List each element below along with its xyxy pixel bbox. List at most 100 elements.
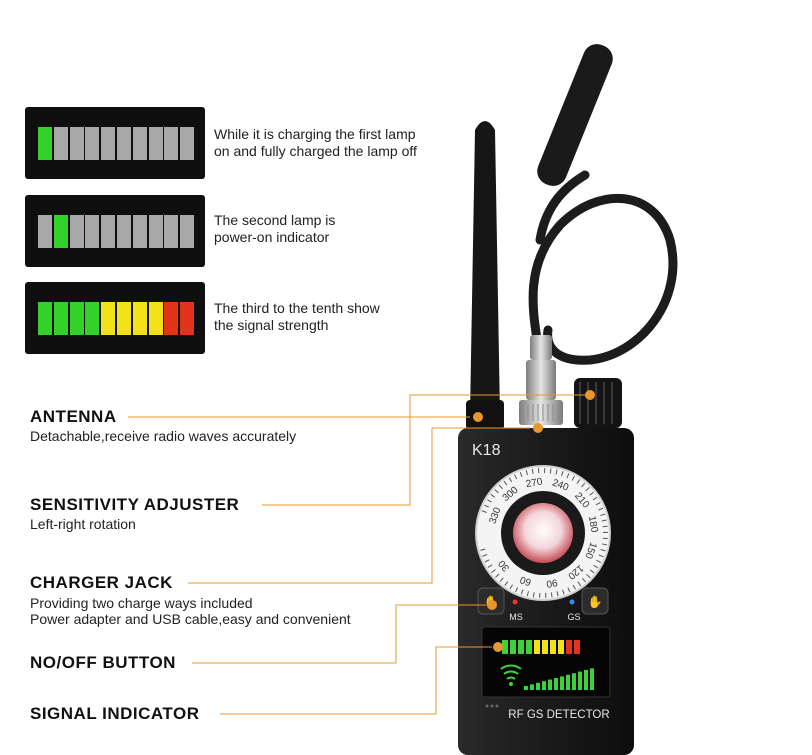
dial-tick bbox=[484, 559, 490, 563]
dial-tick bbox=[550, 592, 553, 598]
display-led-segment bbox=[558, 640, 564, 654]
display-led-segment bbox=[510, 640, 516, 654]
led-segment bbox=[38, 302, 52, 335]
dial-tick bbox=[562, 589, 565, 595]
indicator-panel-1-description: While it is charging the first lamp on a… bbox=[214, 126, 417, 159]
indicator-panel-1 bbox=[25, 107, 205, 179]
display-signal-bar bbox=[554, 678, 558, 690]
dial-tick bbox=[596, 559, 602, 563]
indicator-panel-3-description: The third to the tenth show the signal s… bbox=[214, 300, 380, 333]
led-segment bbox=[180, 302, 195, 335]
dial-tick bbox=[592, 496, 598, 501]
display-led-bar bbox=[502, 640, 580, 654]
dial-tick bbox=[525, 470, 528, 476]
led-segment bbox=[53, 302, 68, 335]
dial-tick bbox=[515, 587, 519, 593]
gs-label: GS bbox=[567, 612, 580, 622]
display-led-segment bbox=[574, 640, 580, 654]
callout-indicator-title: SIGNAL INDICATOR bbox=[30, 704, 200, 723]
sensitivity-callout-line bbox=[262, 394, 590, 506]
dial-tick bbox=[508, 477, 513, 483]
dial-tick bbox=[487, 499, 492, 503]
connector-mid bbox=[526, 360, 556, 400]
dial-tick bbox=[531, 468, 534, 474]
led-segment bbox=[101, 215, 116, 248]
dial-tick bbox=[561, 471, 564, 477]
dial-ticks bbox=[480, 468, 609, 598]
dial-tick bbox=[491, 569, 496, 573]
dial-tick bbox=[549, 468, 552, 474]
dial-tick bbox=[555, 469, 558, 475]
dial-tick bbox=[577, 581, 582, 587]
model-label: K18 bbox=[472, 442, 501, 459]
sensitivity-knob bbox=[574, 378, 622, 428]
dial-tick bbox=[487, 564, 493, 568]
dial-tick bbox=[572, 584, 576, 590]
dial-tick bbox=[581, 482, 586, 488]
dial-tick bbox=[567, 587, 571, 593]
connector-top bbox=[530, 335, 552, 360]
indicator-panel-2-description: The second lamp is power-on indicator bbox=[214, 212, 336, 245]
display-led-segment bbox=[518, 640, 524, 654]
dial-tick bbox=[585, 487, 590, 492]
display-signal-bar bbox=[590, 668, 594, 690]
dial-mark: 60 bbox=[518, 573, 533, 587]
dial-tick bbox=[503, 480, 508, 486]
display-led-segment bbox=[550, 640, 556, 654]
dial-tick bbox=[481, 510, 487, 513]
dial-mark: 150 bbox=[582, 541, 598, 561]
led-segment bbox=[180, 127, 195, 160]
indicator-panel-2 bbox=[25, 195, 205, 267]
dial-tick bbox=[601, 543, 608, 546]
led-segment bbox=[148, 215, 163, 248]
dial-tick bbox=[602, 525, 608, 528]
dial-tick bbox=[556, 591, 559, 597]
dial-tick bbox=[509, 584, 513, 590]
display-led-segment bbox=[542, 640, 548, 654]
callout-antenna-desc: Detachable,receive radio waves accuratel… bbox=[30, 428, 297, 444]
led-segment bbox=[180, 215, 195, 248]
indicator-callout-line bbox=[220, 646, 492, 715]
dial-tick bbox=[514, 474, 518, 480]
callout-sensitivity-desc: Left-right rotation bbox=[30, 516, 136, 532]
dial-tick bbox=[600, 513, 606, 516]
dial-mark: 180 bbox=[586, 515, 600, 534]
dial-mark: 270 bbox=[525, 476, 544, 490]
dial-tick bbox=[600, 549, 606, 552]
led-segment bbox=[53, 127, 68, 160]
dial-tick bbox=[520, 589, 524, 595]
led-segment bbox=[85, 127, 100, 160]
dial-tick bbox=[482, 554, 488, 557]
button-callout-line bbox=[192, 604, 486, 664]
svg-text:✋: ✋ bbox=[588, 595, 603, 609]
led-segment bbox=[38, 215, 52, 248]
dial-tick bbox=[504, 581, 509, 586]
callout-sensitivity-title: SENSITIVITY ADJUSTER bbox=[30, 495, 240, 514]
led-segment bbox=[148, 127, 163, 160]
dial-tick bbox=[581, 577, 587, 583]
dial-tick bbox=[480, 548, 486, 551]
display-led-segment bbox=[534, 640, 540, 654]
dial-tick bbox=[598, 554, 604, 558]
indicator-panel-3 bbox=[25, 282, 205, 354]
callout-button-title: NO/OFF BUTTON bbox=[30, 653, 176, 672]
dial-tick bbox=[576, 479, 581, 484]
dial-mark: 90 bbox=[545, 576, 558, 589]
led-segment bbox=[101, 127, 116, 160]
connector-nut bbox=[519, 400, 563, 425]
display-signal-bar bbox=[530, 684, 534, 690]
probe-head bbox=[537, 44, 613, 186]
whip-antenna bbox=[470, 121, 500, 415]
led-segment bbox=[53, 215, 68, 248]
callout-charger-title: CHARGER JACK bbox=[30, 573, 173, 592]
gooseneck-cable bbox=[528, 193, 678, 365]
display-led-segment bbox=[526, 640, 532, 654]
dial-tick bbox=[498, 484, 503, 490]
dial-tick bbox=[532, 592, 535, 598]
dial-tick bbox=[499, 577, 504, 583]
gs-button[interactable] bbox=[581, 587, 609, 615]
display-signal-bars bbox=[524, 668, 594, 690]
lens bbox=[513, 503, 573, 563]
led-segment bbox=[85, 215, 100, 248]
